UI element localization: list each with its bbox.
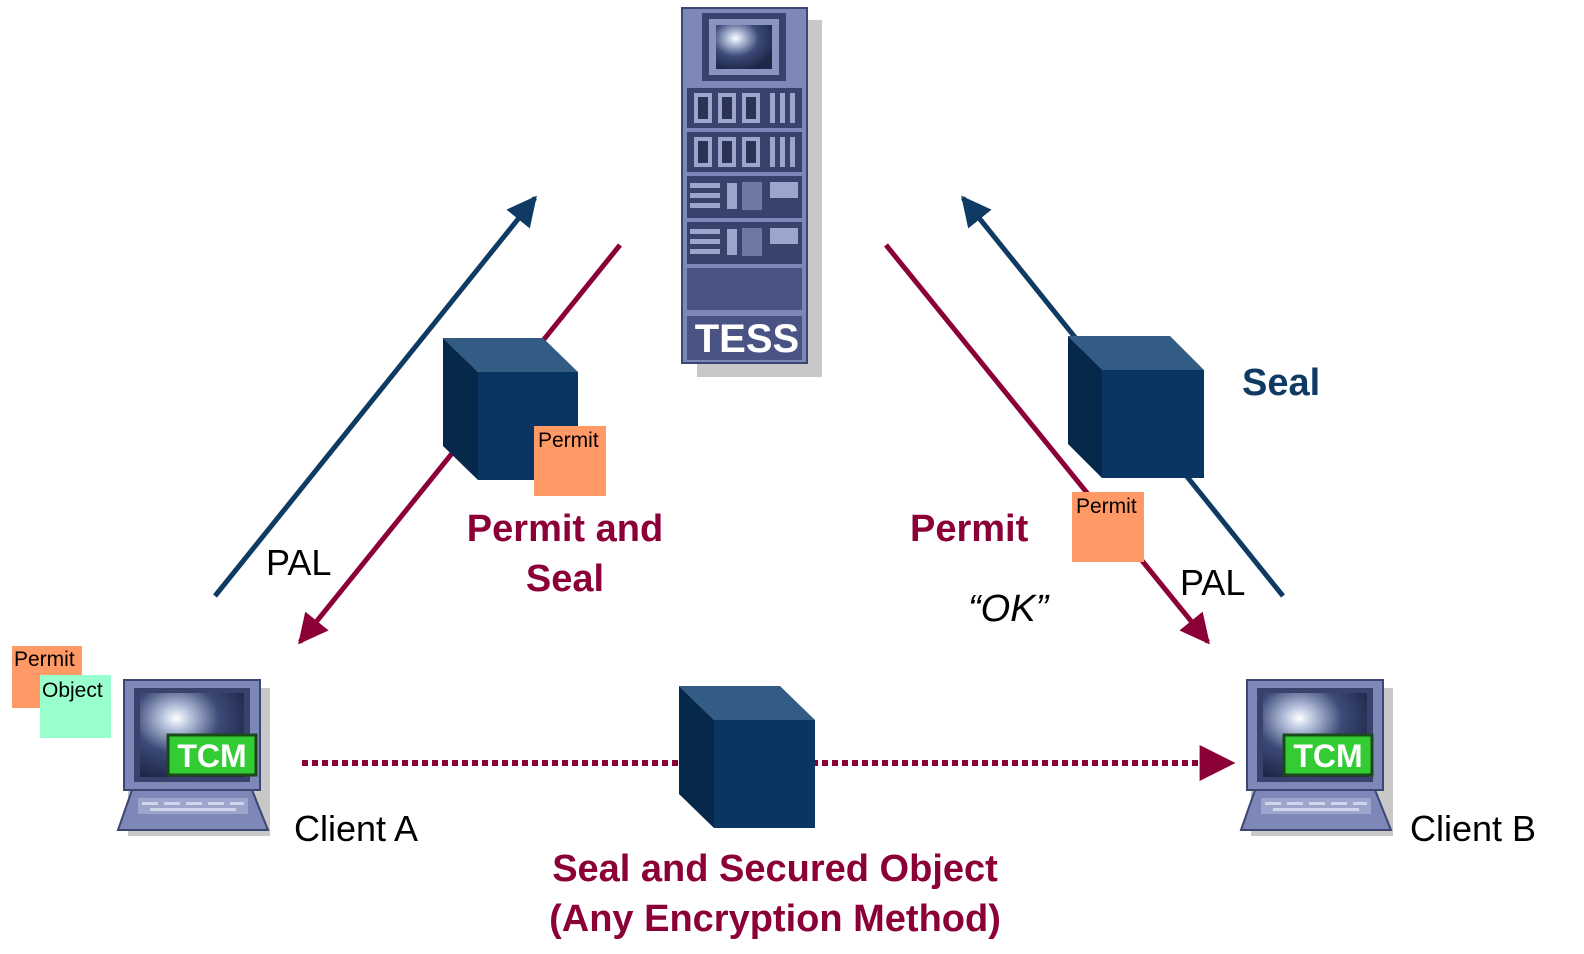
bottom-caption-line2: (Any Encryption Method)	[549, 898, 1001, 940]
pal-label-left: PAL	[266, 542, 332, 583]
client-b-label: Client B	[1410, 808, 1537, 849]
object-tag-client-a: Object	[40, 675, 111, 738]
cube-icon-seal	[1068, 336, 1204, 478]
permit-tag: Permit	[534, 426, 606, 496]
permit-return-arrow	[884, 243, 1210, 645]
client-b-module-label: TCM	[1293, 738, 1362, 774]
permit-tag-label: Permit	[14, 648, 75, 671]
object-tag-label: Object	[42, 679, 103, 702]
server-label: TESS	[695, 317, 799, 361]
ok-label: “OK”	[968, 588, 1049, 630]
client-b-computer-icon	[1239, 679, 1393, 836]
cube-icon-secured-object	[679, 686, 815, 828]
pal-label-right: PAL	[1180, 562, 1246, 603]
permit-label: Permit	[910, 508, 1029, 550]
permit-tag-label: Permit	[538, 429, 599, 452]
client-a-label: Client A	[294, 808, 419, 849]
permit-tag: Permit	[1072, 492, 1144, 562]
pal-request-arrow-left	[213, 195, 537, 598]
tess-server-icon	[681, 7, 822, 377]
client-a-module-label: TCM	[177, 738, 246, 774]
permit-and-seal-label-line1: Permit and	[466, 508, 664, 550]
permit-and-seal-label-line2: Seal	[525, 558, 605, 600]
seal-label: Seal	[1242, 362, 1321, 404]
client-a-computer-icon	[116, 679, 270, 836]
permit-tag-label: Permit	[1076, 495, 1137, 518]
bottom-caption-line1: Seal and Secured Object	[552, 848, 998, 890]
